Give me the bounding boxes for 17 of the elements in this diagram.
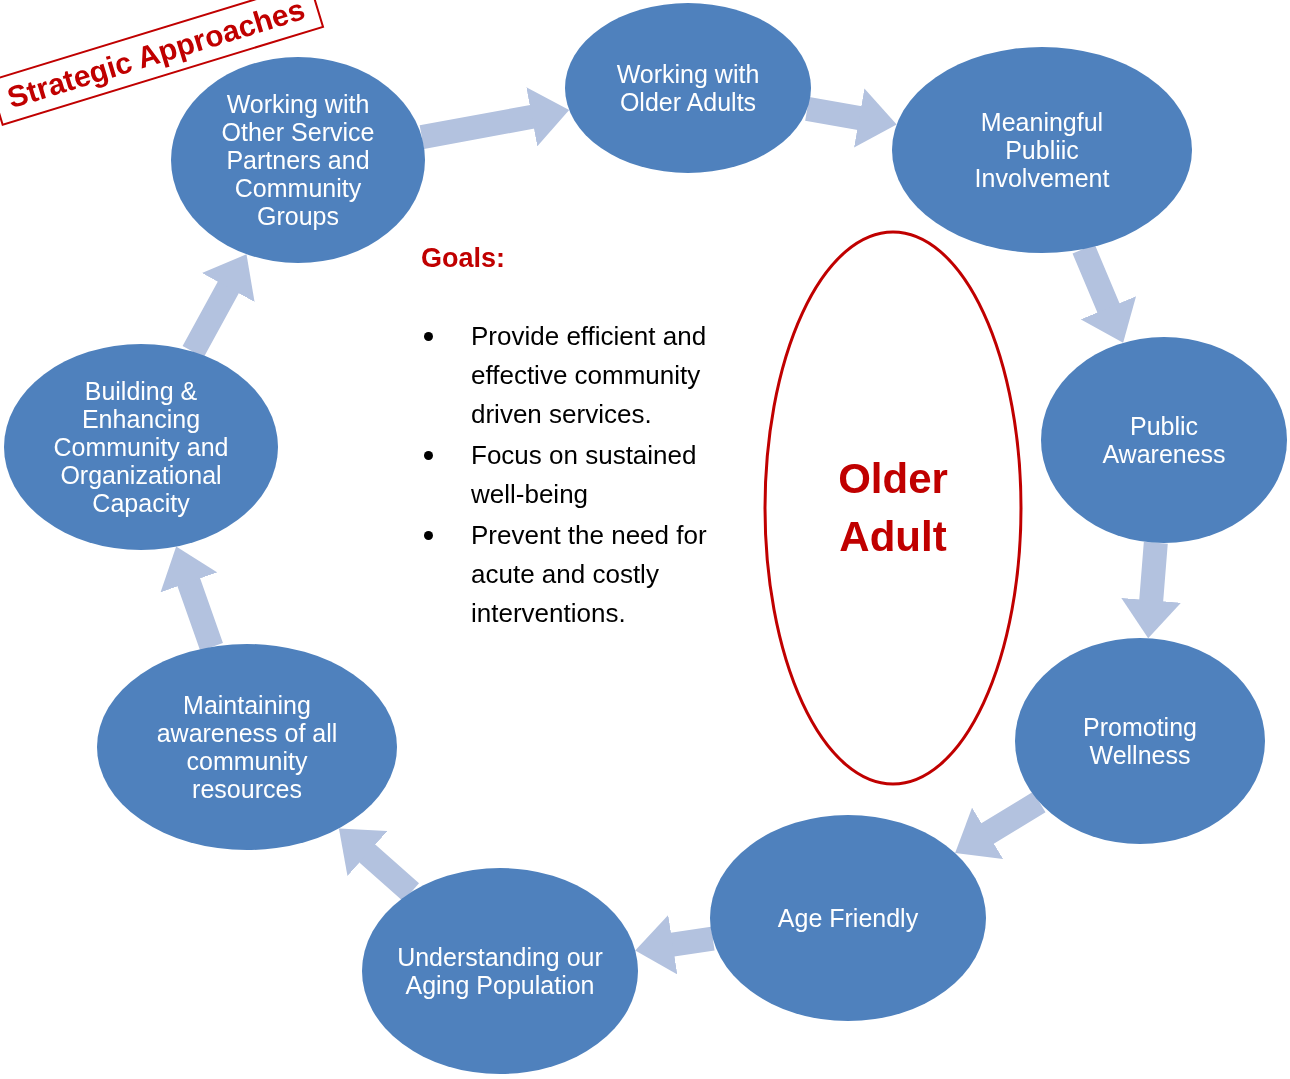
approach-label: Public Awareness <box>1101 412 1227 468</box>
goal-text: Focus on sustained well-being <box>471 438 698 511</box>
focus-ellipse <box>763 230 1023 786</box>
center-label: Older Adult <box>837 454 949 562</box>
approach-label: Meaningful Publiic Involvement <box>973 108 1111 192</box>
goals-heading: Goals: <box>421 242 507 275</box>
approach-label: Age Friendly <box>776 904 920 932</box>
approach-label: Maintaining awareness of all community resources <box>155 691 339 803</box>
block-arrow <box>1121 541 1182 640</box>
block-arrow <box>805 88 899 148</box>
goal-text: Provide efficient and effective community driven services. <box>471 319 708 431</box>
approach-label: Building & Enhancing Community and Organizational Capacity <box>52 377 230 517</box>
approach-label: Understanding our Aging Population <box>396 943 604 999</box>
goal-text: Prevent the need for acute and costly interventions. <box>471 518 708 630</box>
approach-label: Promoting Wellness <box>1082 713 1198 769</box>
block-arrow <box>419 87 572 149</box>
approach-label: Working with Older Adults <box>615 60 761 116</box>
